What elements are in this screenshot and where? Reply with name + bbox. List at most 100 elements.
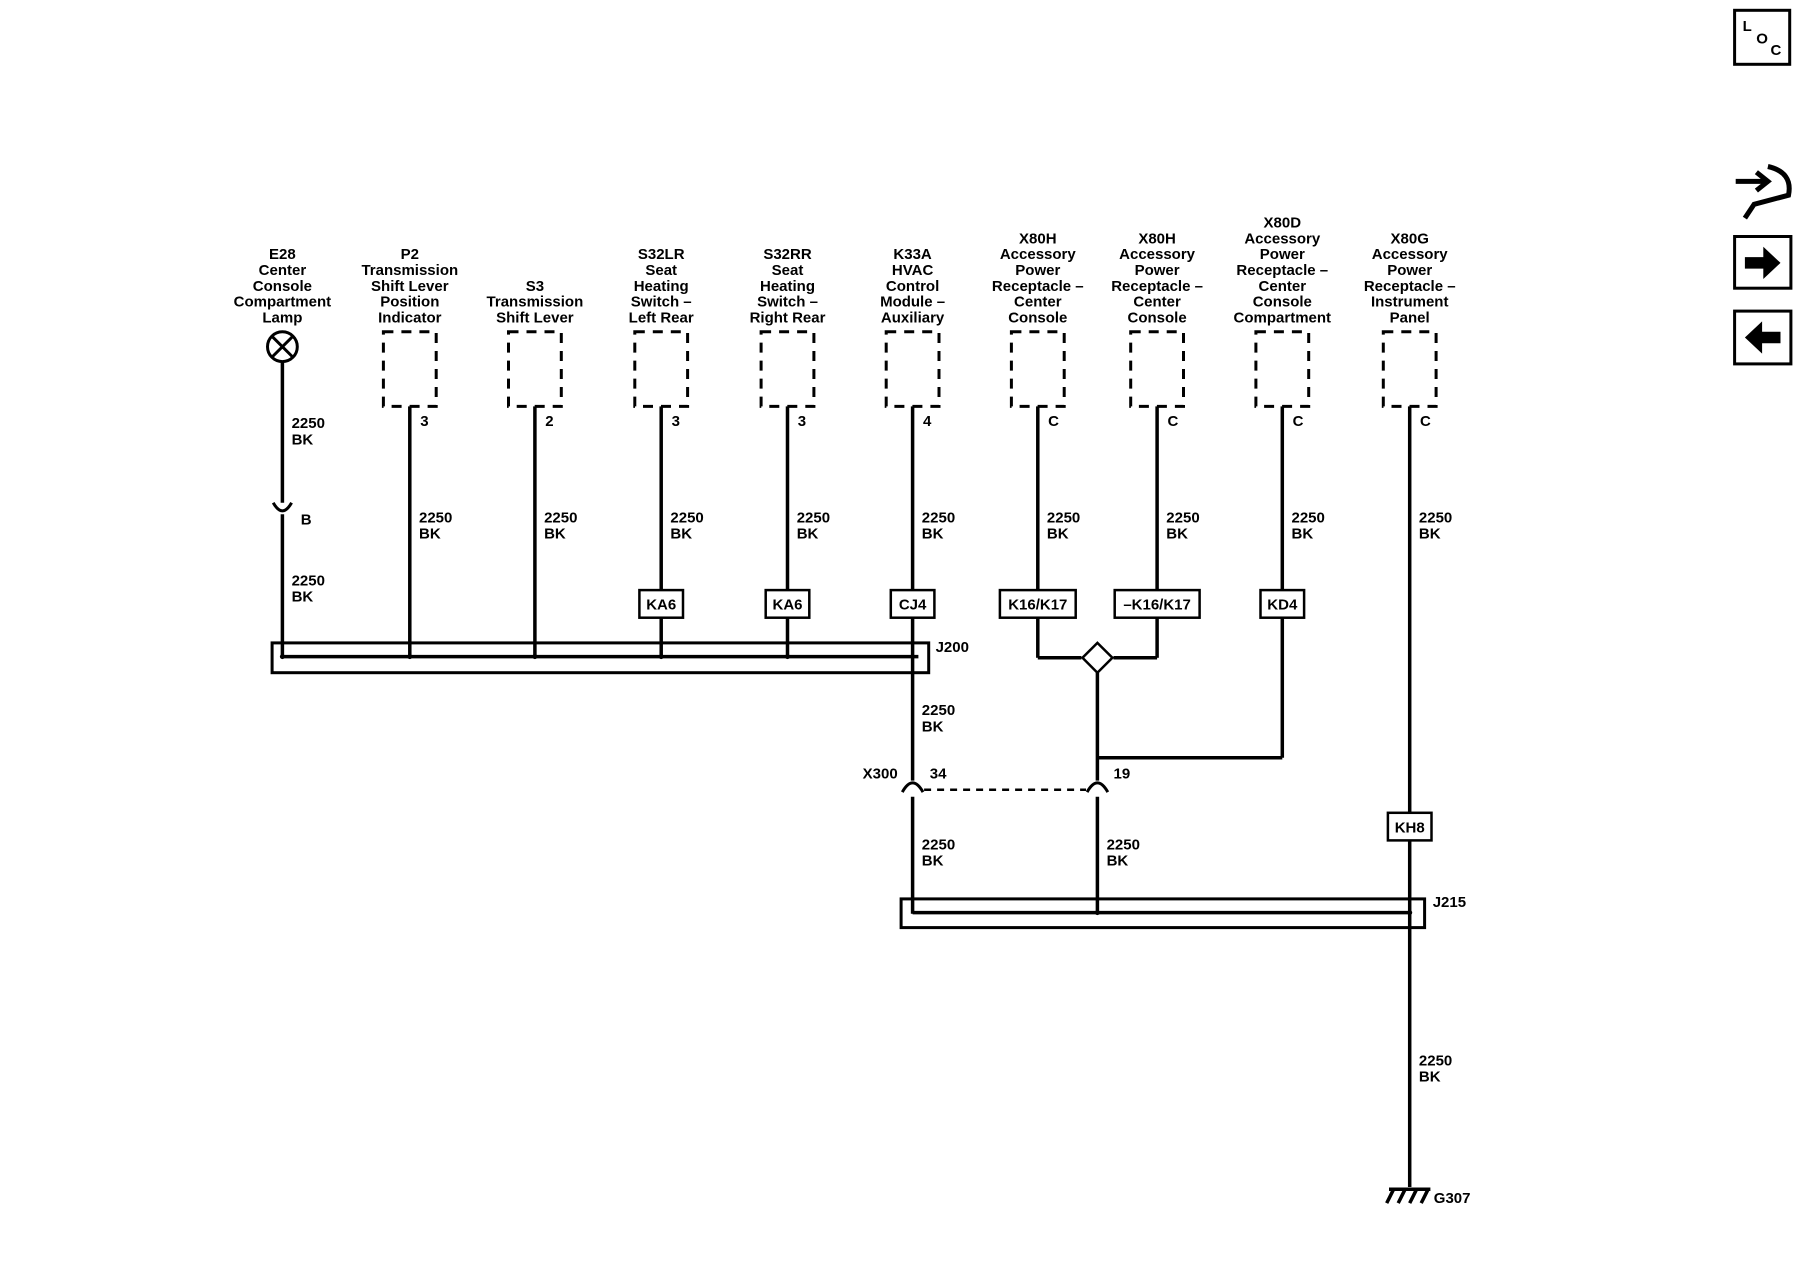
component-box-s3: [507, 330, 563, 408]
ground-hatch: [1419, 1188, 1430, 1204]
component-title-x80h2: X80H: [1138, 230, 1176, 247]
component-title-k33a: Control: [886, 278, 939, 295]
component-title-s32lr: Heating: [634, 278, 689, 295]
option-kh8-box: [1386, 811, 1433, 842]
previous-page-button[interactable]: [1733, 309, 1793, 366]
wire-x80d-gauge: 2250: [1292, 509, 1325, 526]
wire-x80h2-color: BK: [1166, 525, 1188, 542]
component-title-k33a: Module –: [880, 294, 945, 311]
component-title-x80h2: Receptacle –: [1111, 278, 1203, 295]
component-title-s32lr: Left Rear: [629, 310, 694, 327]
component-title-p2: Shift Lever: [371, 278, 449, 295]
component-title-s32rr: Right Rear: [750, 310, 826, 327]
loc-letter-l: L: [1743, 18, 1752, 35]
wire-e28-upper-gauge: 2250: [292, 415, 325, 432]
option-kh8-label: KH8: [1395, 819, 1425, 836]
splice-pack-j215: [899, 897, 1427, 930]
component-box-s32lr: [633, 330, 690, 408]
wire-s3-color: BK: [544, 525, 566, 542]
option-s32lr-label: KA6: [646, 597, 676, 614]
component-title-x80d: Compartment: [1234, 310, 1332, 327]
wire-x80d-color: BK: [1292, 525, 1314, 542]
pin-label-x80g: C: [1420, 413, 1431, 430]
component-box-k33a: [884, 330, 941, 408]
labels-layer: E28CenterConsoleCompartmentLampP2Transmi…: [234, 215, 1471, 1208]
splice-label-j215: J215: [1433, 894, 1466, 911]
splice-pack-j200: [270, 641, 931, 675]
wire-s32rr-color: BK: [797, 525, 819, 542]
component-title-p2: Position: [380, 294, 439, 311]
component-title-x80h1: Center: [1014, 294, 1062, 311]
splice-dot: [1094, 910, 1100, 916]
component-title-x80g: Instrument: [1371, 294, 1449, 311]
option-x80d-box: [1259, 588, 1306, 619]
wire-x80g-color: BK: [1419, 525, 1441, 542]
splice-dot: [279, 654, 285, 660]
component-title-s32rr: Switch –: [757, 294, 818, 311]
loc-letter-c: C: [1770, 42, 1781, 59]
option-s32lr-box: [638, 588, 685, 619]
component-box-x80d: [1254, 330, 1311, 408]
connector-end-view-icon[interactable]: [1735, 164, 1792, 220]
splice-dot: [407, 654, 413, 660]
option-x80h2-box: [1113, 588, 1201, 619]
component-title-e28: Compartment: [234, 294, 332, 311]
wire-k33a-j200-out-gauge: 2250: [922, 702, 955, 719]
option-x80h2-label: –K16/K17: [1123, 597, 1191, 614]
component-title-k33a: Auxiliary: [881, 310, 945, 327]
splice-dot: [1407, 910, 1413, 916]
wire-e28-lower-color: BK: [292, 589, 314, 606]
option-x80h1-box: [998, 588, 1077, 619]
component-title-x80g: Receptacle –: [1364, 278, 1456, 295]
wire-s32lr-gauge: 2250: [670, 509, 703, 526]
next-page-button[interactable]: [1733, 235, 1793, 290]
option-x80h1-label: K16/K17: [1008, 597, 1067, 614]
component-title-x80h1: Power: [1015, 262, 1060, 279]
pin-label-x80h2: C: [1168, 413, 1179, 430]
wire-x80g-gauge: 2250: [1419, 509, 1452, 526]
option-x80d-label: KD4: [1267, 597, 1298, 614]
wire-x300-19-color: BK: [1107, 853, 1129, 870]
component-title-s32lr: S32LR: [638, 246, 685, 263]
wire-ground-color: BK: [1419, 1068, 1441, 1085]
component-title-p2: Indicator: [378, 310, 442, 327]
component-title-x80h1: Receptacle –: [992, 278, 1084, 295]
wire-x300-34-color: BK: [922, 853, 944, 870]
wire-ground-gauge: 2250: [1419, 1052, 1452, 1069]
option-s32rr-label: KA6: [772, 597, 802, 614]
wire-p2-gauge: 2250: [419, 509, 452, 526]
connector-x300-pin-left: 34: [930, 765, 947, 782]
splice-dot: [785, 654, 790, 660]
component-title-e28: E28: [269, 246, 296, 263]
pin-label-p2: 3: [420, 413, 428, 430]
connector-x300-label: X300: [863, 765, 898, 782]
pin-label-s3: 2: [545, 413, 553, 430]
arrow-right-icon: [1744, 246, 1781, 279]
component-title-e28: Console: [253, 278, 312, 295]
component-title-s32rr: Heating: [760, 278, 815, 295]
component-title-x80h2: Center: [1133, 294, 1181, 311]
wire-e28-upper-color: BK: [292, 431, 314, 448]
component-title-x80g: X80G: [1391, 230, 1429, 247]
wire-k33a-gauge: 2250: [922, 509, 955, 526]
option-split-icon: [1080, 641, 1115, 675]
component-title-x80d: Receptacle –: [1236, 262, 1328, 279]
component-title-x80h1: Accessory: [1000, 246, 1077, 263]
inline-connector-label: B: [301, 512, 312, 529]
component-title-s32lr: Switch –: [631, 294, 692, 311]
component-title-x80h1: X80H: [1019, 230, 1057, 247]
wire-s3-gauge: 2250: [544, 509, 577, 526]
pin-label-x80h1: C: [1048, 413, 1059, 430]
splice-dot: [658, 654, 664, 660]
option-s32rr-box: [764, 588, 811, 619]
component-title-p2: Transmission: [361, 262, 458, 279]
loc-button[interactable]: LOC: [1733, 8, 1792, 66]
component-title-x80d: X80D: [1264, 215, 1302, 232]
wire-k33a-color: BK: [922, 525, 944, 542]
component-title-k33a: K33A: [893, 246, 932, 263]
component-title-x80h2: Accessory: [1119, 246, 1196, 263]
component-box-x80g: [1381, 330, 1438, 408]
component-box-p2: [381, 330, 438, 408]
component-box-x80h1: [1009, 330, 1066, 408]
